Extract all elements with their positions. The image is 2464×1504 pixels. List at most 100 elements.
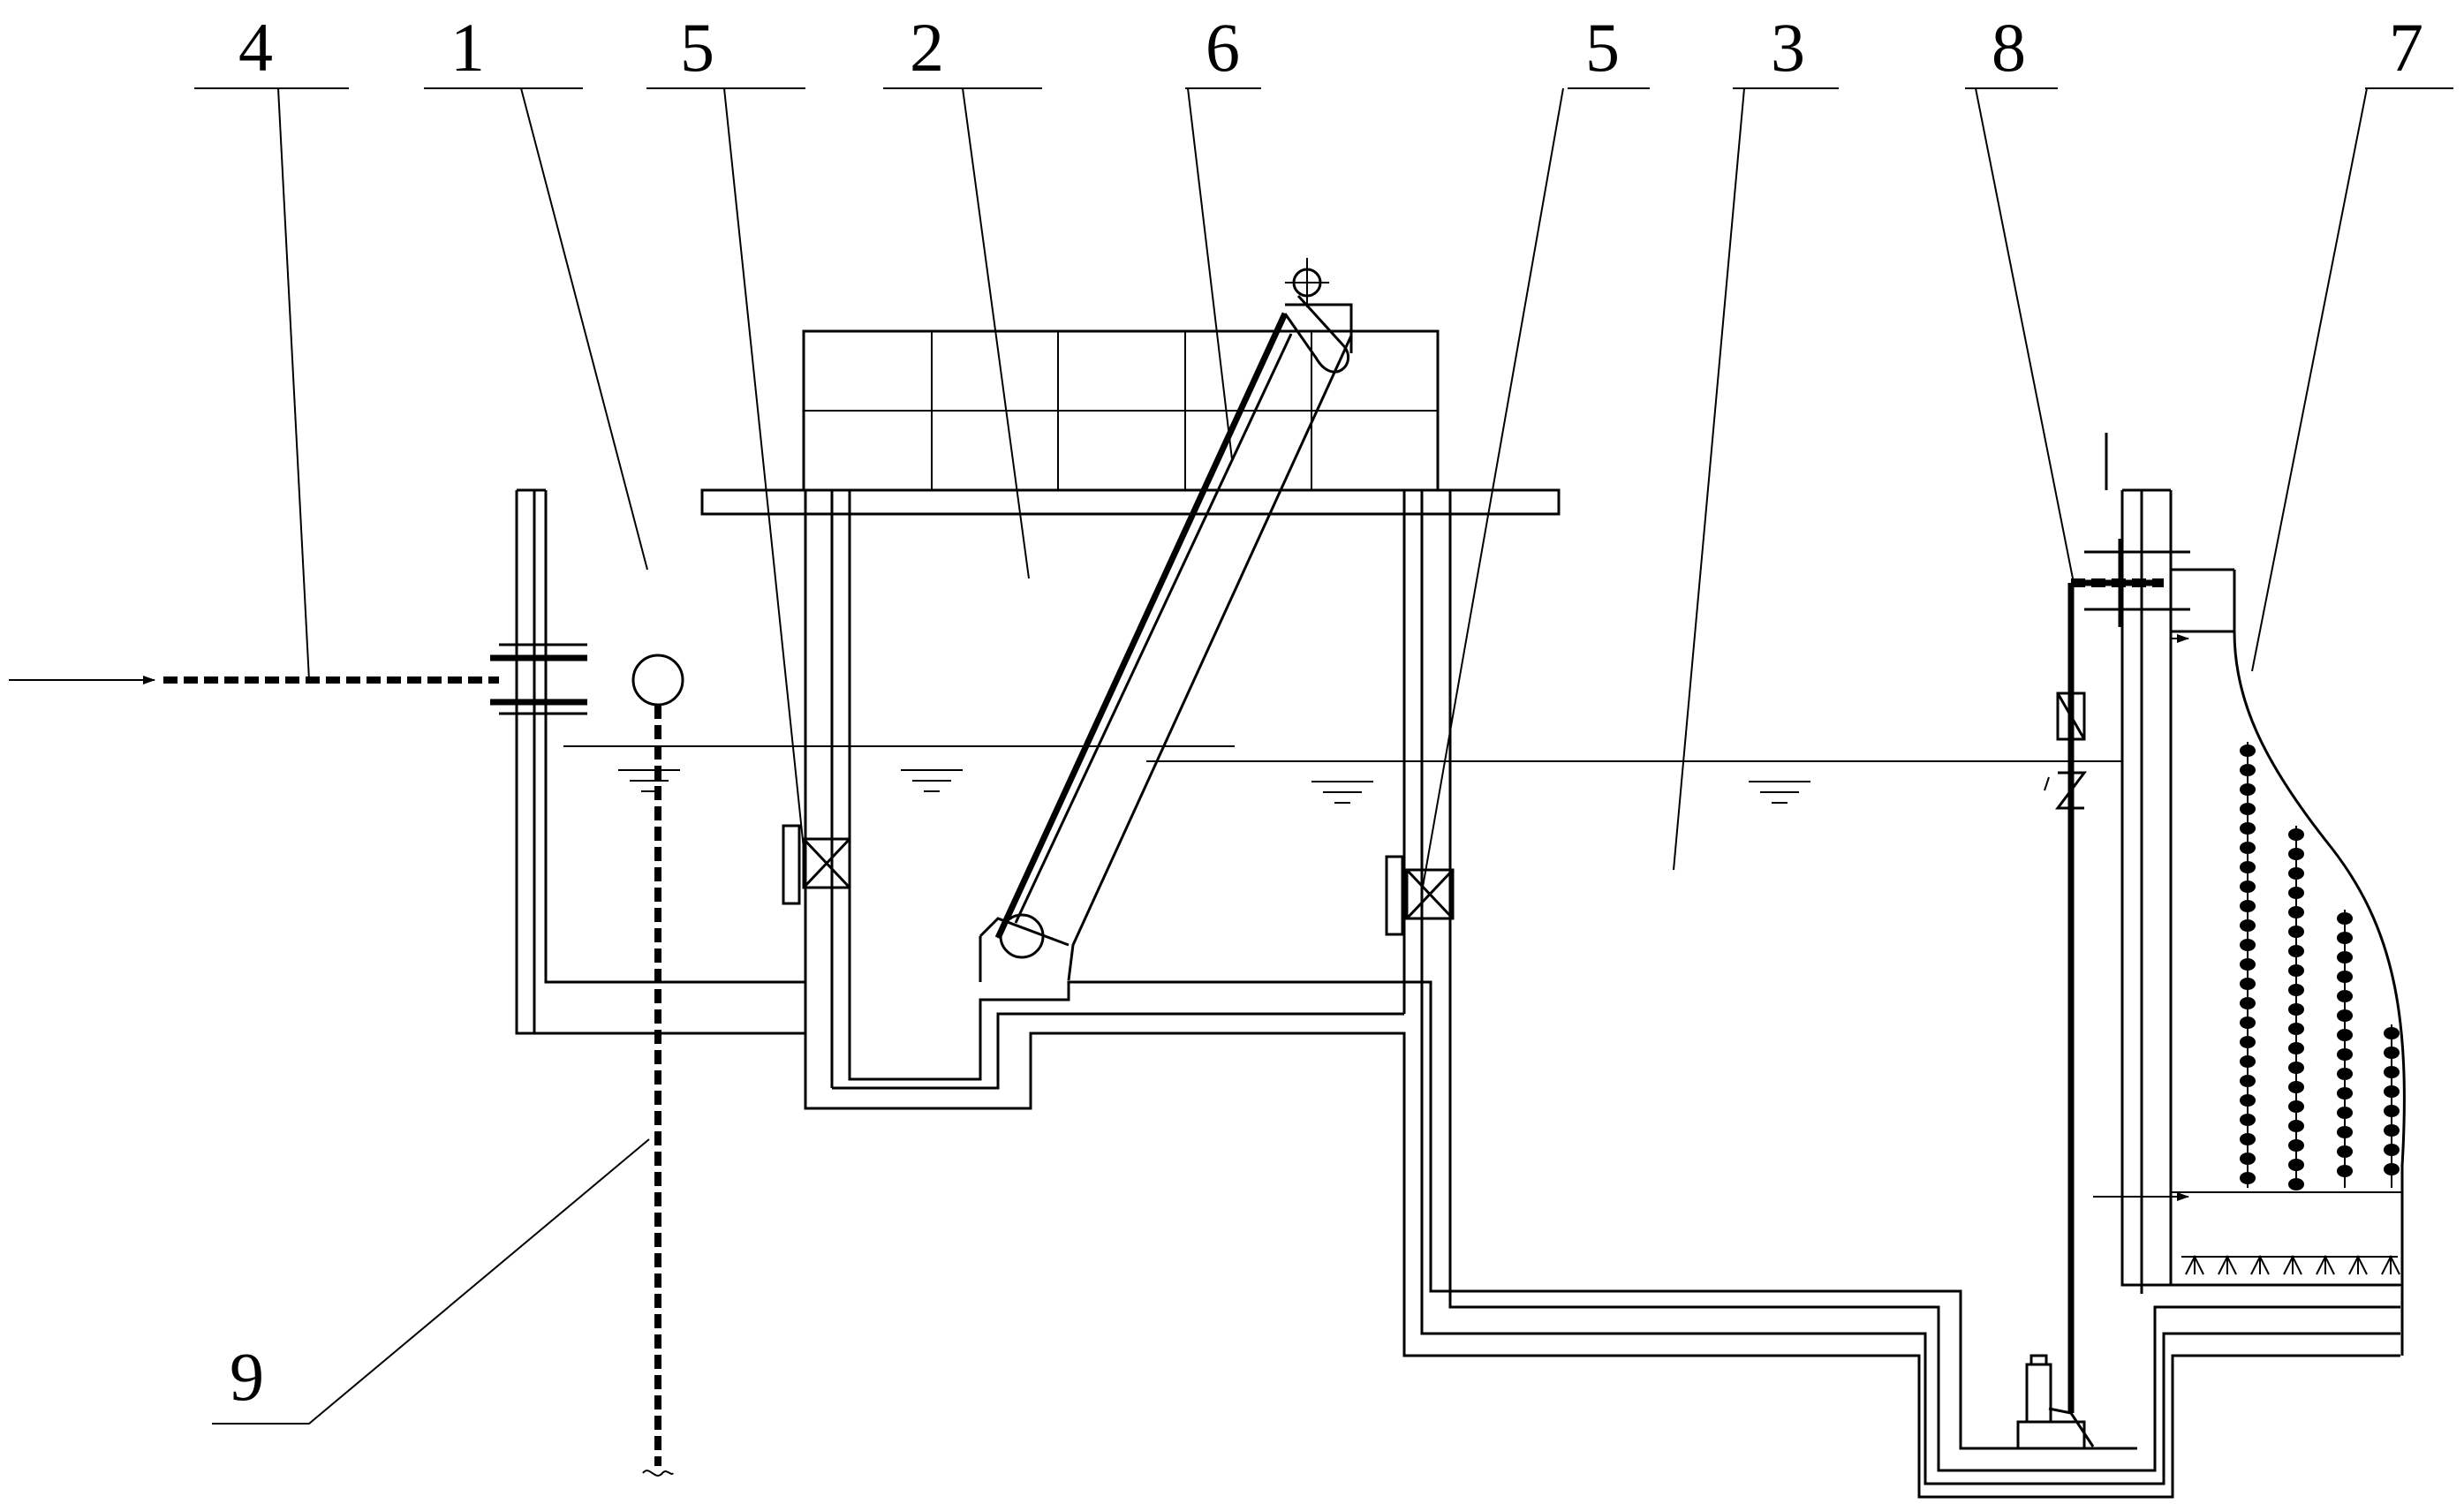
media-bead (2288, 828, 2304, 841)
media-bead (2240, 1094, 2256, 1107)
media-bead (2337, 951, 2353, 964)
labels: 4 1 5 2 6 5 3 8 7 9 (230, 9, 2423, 1415)
media-bead (2240, 1133, 2256, 1145)
media-bead (2240, 997, 2256, 1009)
label-lift-pipe: 8 (1992, 9, 2026, 86)
media-bead (2288, 945, 2304, 957)
water-levels (563, 745, 2122, 804)
media-bead (2240, 900, 2256, 912)
media-bead (2337, 1087, 2353, 1100)
media-bead (2337, 1048, 2353, 1061)
water-level-icon (618, 769, 680, 792)
check-valve-icon (2055, 771, 2087, 810)
gate-valve-left (782, 824, 851, 905)
aerator-icon (2283, 1254, 2302, 1275)
label-screen-conveyor: 6 (1206, 9, 1240, 86)
media-bead (2288, 848, 2304, 860)
fill-media (2240, 742, 2400, 1190)
media-bead (2240, 958, 2256, 971)
media-bead (2384, 1163, 2400, 1175)
media-bead (2240, 1114, 2256, 1126)
media-bead (2384, 1144, 2400, 1156)
media-bead (2288, 964, 2304, 977)
aerator-icon (2185, 1254, 2204, 1275)
label-drain-pipe: 9 (230, 1338, 264, 1415)
media-bead (2288, 1159, 2304, 1171)
media-bead (2288, 867, 2304, 880)
media-bead (2240, 744, 2256, 757)
media-bead (2337, 1126, 2353, 1138)
media-bead (2288, 1139, 2304, 1152)
media-bead (2288, 926, 2304, 938)
media-bead (2240, 880, 2256, 893)
float-ball-icon (631, 654, 684, 707)
media-bead (2240, 861, 2256, 873)
media-bead (2337, 990, 2353, 1002)
media-bead (2384, 1027, 2400, 1039)
label-valve-right: 5 (1585, 9, 1620, 86)
media-bead (2337, 1009, 2353, 1022)
media-bead (2240, 1075, 2256, 1087)
media-bead (2288, 887, 2304, 899)
aerator-icon (2348, 1254, 2368, 1275)
aerator-icon (2381, 1254, 2400, 1275)
media-bead (2337, 1029, 2353, 1041)
media-bead (2288, 906, 2304, 918)
label-regulating-tank: 3 (1771, 9, 1805, 86)
media-bead (2288, 984, 2304, 996)
water-level-icon (901, 769, 963, 792)
label-treatment-unit: 7 (2389, 9, 2423, 86)
gate-valve-icon (2056, 692, 2086, 741)
tank-walls (515, 329, 2406, 1499)
media-bead (2240, 978, 2256, 990)
screen-conveyor (979, 258, 1353, 982)
media-bead (2240, 1017, 2256, 1029)
label-screen-chamber: 2 (910, 9, 944, 86)
lift-pipe (2044, 539, 2190, 1413)
media-bead (2384, 1105, 2400, 1117)
gate-valve-right (1385, 855, 1455, 936)
media-bead (2337, 1145, 2353, 1158)
media-bead (2384, 1066, 2400, 1078)
submersible-pump-icon (2016, 1354, 2095, 1450)
media-bead (2337, 1165, 2353, 1177)
media-bead (2240, 939, 2256, 951)
media-bead (2288, 1062, 2304, 1074)
media-bead (2384, 1085, 2400, 1098)
media-bead (2288, 1178, 2304, 1190)
media-bead (2337, 1107, 2353, 1119)
media-bead (2240, 1153, 2256, 1165)
flow-arrows-small (2093, 634, 2189, 1201)
water-level-icon (1749, 781, 1810, 804)
media-bead (2240, 803, 2256, 815)
media-bead (2240, 783, 2256, 796)
label-collection-tank: 1 (450, 9, 485, 86)
media-bead (2288, 1023, 2304, 1035)
media-bead (2240, 1055, 2256, 1068)
media-bead (2240, 764, 2256, 776)
media-bead (2240, 822, 2256, 835)
aerator-icon (2316, 1254, 2335, 1275)
leader-lines (194, 87, 2453, 1425)
media-bead (2337, 971, 2353, 983)
aerator-row (2181, 1254, 2400, 1275)
media-bead (2337, 1068, 2353, 1080)
label-valve-left: 5 (680, 9, 714, 86)
media-bead (2384, 1047, 2400, 1059)
media-bead (2337, 932, 2353, 944)
media-bead (2240, 1036, 2256, 1048)
label-inlet-pipe: 4 (238, 9, 273, 86)
inlet-pipe (9, 643, 587, 715)
media-bead (2288, 1100, 2304, 1113)
media-bead (2288, 1003, 2304, 1016)
drain-pipe (631, 654, 684, 1477)
media-bead (2240, 919, 2256, 932)
aerator-icon (2250, 1254, 2270, 1275)
media-bead (2288, 1042, 2304, 1054)
media-bead (2240, 842, 2256, 854)
media-bead (2384, 1124, 2400, 1137)
media-bead (2337, 912, 2353, 925)
media-bead (2288, 1081, 2304, 1093)
aerator-icon (2218, 1254, 2237, 1275)
